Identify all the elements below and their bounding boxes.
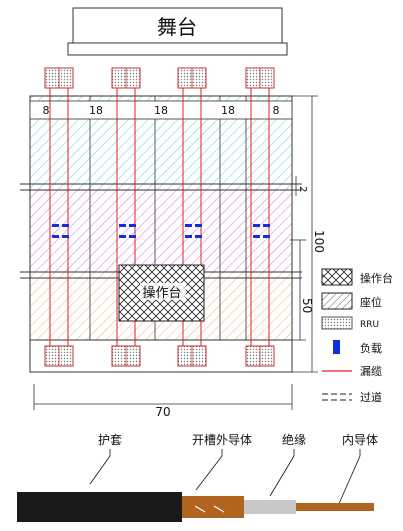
rru-bottom-row: [44, 345, 275, 367]
dim-total-height: 100: [312, 230, 326, 253]
cable-label-jacket: 护套: [98, 433, 122, 447]
cable-label-insulation: 绝缘: [282, 432, 306, 447]
rru-box: [44, 67, 74, 89]
rru-box: [245, 345, 275, 367]
dim-aisle: 2: [297, 186, 308, 192]
cable-insulation: [244, 500, 296, 514]
dim-seg-1: 18: [89, 104, 103, 117]
stage-label: 舞台: [157, 15, 197, 39]
legend-item-cable: 漏缆: [322, 365, 382, 378]
cable-jacket: [17, 492, 182, 522]
dimension-lines: [33, 95, 318, 410]
dim-seg-3: 18: [221, 104, 235, 117]
rru-top-row: [44, 67, 275, 89]
load-markers: [52, 224, 270, 238]
legend-item-aisle: 过道: [322, 390, 382, 404]
seating-zones: [29, 95, 293, 373]
console-area: 操作台: [118, 264, 205, 322]
leaky-cables: [49, 88, 270, 352]
cable-label-inner: 内导体: [342, 433, 378, 447]
legend: 操作台 座位 RRU 负载 漏缆 过道: [321, 268, 393, 404]
cable-structure: 护套 开槽外导体 绝缘 内导体: [17, 432, 378, 522]
rru-box: [111, 67, 141, 89]
legend-item-seat: 座位: [321, 292, 382, 310]
legend-item-console: 操作台: [321, 268, 393, 286]
dim-seg-left: 8: [43, 104, 50, 117]
dim-seg-2: 18: [154, 104, 168, 117]
dim-total-width: 70: [155, 405, 170, 419]
legend-label-seat: 座位: [360, 295, 382, 309]
dim-seg-right: 8: [273, 104, 280, 117]
legend-label-load: 负载: [360, 341, 382, 355]
rru-box: [111, 345, 141, 367]
legend-label-rru: RRU: [360, 320, 379, 330]
rru-box: [245, 67, 275, 89]
rru-box: [44, 345, 74, 367]
legend-label-cable: 漏缆: [360, 365, 382, 378]
cable-outer-conductor: [182, 496, 244, 518]
cable-label-slotted-outer: 开槽外导体: [192, 433, 252, 447]
console-label: 操作台: [142, 285, 181, 301]
legend-item-rru: RRU: [321, 316, 379, 330]
stage: 舞台: [67, 7, 288, 56]
rru-box: [177, 67, 207, 89]
top-dimension-row: 8 18 18 18 8: [29, 100, 293, 120]
cable-inner-conductor: [296, 503, 374, 511]
legend-label-aisle: 过道: [360, 390, 382, 404]
legend-item-load: 负载: [333, 340, 382, 355]
legend-label-console: 操作台: [360, 271, 393, 285]
zone-magenta: [30, 188, 292, 272]
dim-lower-height: 50: [300, 298, 314, 313]
rru-box: [177, 345, 207, 367]
